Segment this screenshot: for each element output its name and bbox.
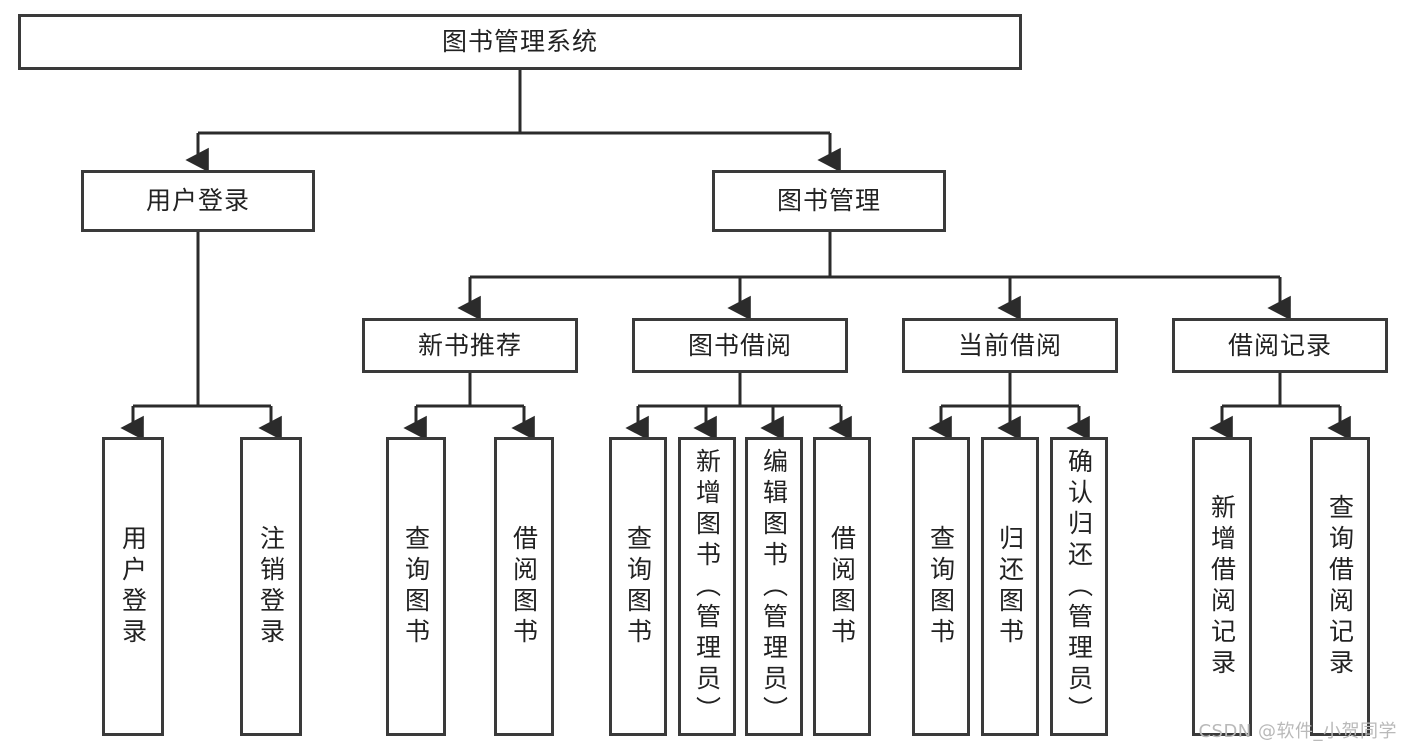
node-leaf-add-record-label: 新增借阅记录 bbox=[1207, 493, 1237, 680]
node-borrow-record-label: 借阅记录 bbox=[1227, 330, 1332, 360]
node-leaf-confirm-return[interactable]: 确认归还（管理员） bbox=[1050, 437, 1108, 736]
node-borrow-record[interactable]: 借阅记录 bbox=[1172, 318, 1388, 373]
node-leaf-add-book-label: 新增图书（管理员） bbox=[692, 448, 722, 727]
node-root[interactable]: 图书管理系统 bbox=[18, 14, 1022, 70]
node-leaf-borrow-book-2[interactable]: 借阅图书 bbox=[813, 437, 871, 736]
node-new-book-rec[interactable]: 新书推荐 bbox=[362, 318, 578, 373]
node-leaf-query-book-1[interactable]: 查询图书 bbox=[386, 437, 446, 736]
node-leaf-query-book-2-label: 查询图书 bbox=[623, 524, 653, 649]
node-leaf-borrow-book-2-label: 借阅图书 bbox=[827, 524, 857, 649]
node-leaf-user-login[interactable]: 用户登录 bbox=[102, 437, 164, 736]
csdn-watermark: CSDN @软件_小贺同学 bbox=[1198, 721, 1397, 742]
node-book-manage-label: 图书管理 bbox=[776, 186, 881, 216]
node-leaf-logout[interactable]: 注销登录 bbox=[240, 437, 302, 736]
node-book-borrow[interactable]: 图书借阅 bbox=[632, 318, 848, 373]
node-root-label: 图书管理系统 bbox=[441, 27, 598, 57]
node-leaf-edit-book-label: 编辑图书（管理员） bbox=[759, 448, 789, 727]
node-leaf-edit-book[interactable]: 编辑图书（管理员） bbox=[745, 437, 803, 736]
node-leaf-query-book-3-label: 查询图书 bbox=[926, 524, 956, 649]
node-leaf-query-book-1-label: 查询图书 bbox=[401, 524, 431, 649]
node-leaf-add-record[interactable]: 新增借阅记录 bbox=[1192, 437, 1252, 736]
node-current-borrow[interactable]: 当前借阅 bbox=[902, 318, 1118, 373]
node-leaf-return-book[interactable]: 归还图书 bbox=[981, 437, 1039, 736]
node-leaf-query-book-2[interactable]: 查询图书 bbox=[609, 437, 667, 736]
node-leaf-logout-label: 注销登录 bbox=[256, 524, 286, 649]
node-leaf-return-book-label: 归还图书 bbox=[995, 524, 1025, 649]
node-book-manage[interactable]: 图书管理 bbox=[712, 170, 946, 232]
node-current-borrow-label: 当前借阅 bbox=[957, 330, 1062, 360]
node-leaf-query-record-label: 查询借阅记录 bbox=[1325, 493, 1355, 680]
node-new-book-rec-label: 新书推荐 bbox=[417, 330, 522, 360]
node-book-borrow-label: 图书借阅 bbox=[687, 330, 792, 360]
node-user-login-label: 用户登录 bbox=[145, 186, 250, 216]
node-leaf-borrow-book-1[interactable]: 借阅图书 bbox=[494, 437, 554, 736]
node-leaf-add-book[interactable]: 新增图书（管理员） bbox=[678, 437, 736, 736]
node-user-login[interactable]: 用户登录 bbox=[81, 170, 315, 232]
node-leaf-query-record[interactable]: 查询借阅记录 bbox=[1310, 437, 1370, 736]
node-leaf-query-book-3[interactable]: 查询图书 bbox=[912, 437, 970, 736]
node-leaf-borrow-book-1-label: 借阅图书 bbox=[509, 524, 539, 649]
node-leaf-confirm-return-label: 确认归还（管理员） bbox=[1064, 448, 1094, 727]
node-leaf-user-login-label: 用户登录 bbox=[118, 524, 148, 649]
